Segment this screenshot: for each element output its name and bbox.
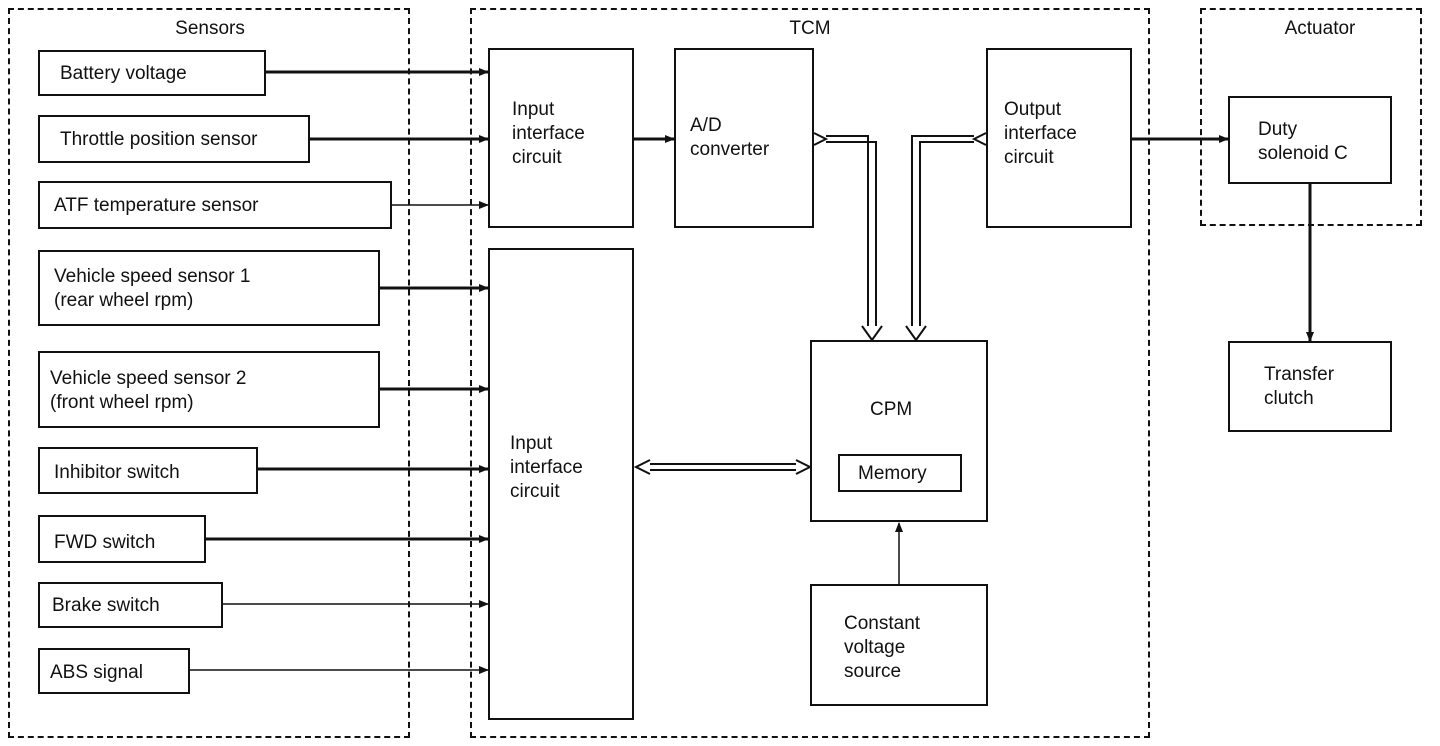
cpm-output-bus — [905, 132, 987, 342]
throttle-position-sensor-label: Throttle position sensor — [60, 129, 258, 150]
cpm-box: CPM Memory — [810, 340, 988, 522]
vehicle-speed-sensor-2-label: Vehicle speed sensor 2 (front wheel rpm) — [50, 368, 247, 413]
memory-box: Memory — [838, 454, 962, 492]
vehicle-speed-sensor-2-box: Vehicle speed sensor 2 (front wheel rpm) — [38, 351, 380, 428]
transfer-clutch-box: Transfer clutch — [1228, 341, 1392, 432]
vehicle-speed-sensor-1-label: Vehicle speed sensor 1 (rear wheel rpm) — [54, 266, 251, 311]
input-interface-circuit-top-label: Input interface circuit — [512, 99, 585, 168]
ad-converter-label: A/D converter — [690, 115, 770, 160]
sensors-region — [8, 8, 410, 738]
brake-switch-box: Brake switch — [38, 582, 223, 628]
vehicle-speed-sensor-1-box: Vehicle speed sensor 1 (rear wheel rpm) — [38, 250, 380, 326]
input-interface-circuit-bottom-box: Input interface circuit — [488, 248, 634, 720]
cpm-label: CPM — [870, 399, 913, 420]
input-interface-circuit-top-box: Input interface circuit — [488, 48, 634, 228]
input-interface-circuit-bottom-label: Input interface circuit — [510, 433, 583, 502]
duty-solenoid-c-box: Duty solenoid C — [1228, 96, 1392, 184]
battery-voltage-label: Battery voltage — [60, 63, 187, 84]
constant-voltage-source-label: Constant voltage source — [844, 613, 921, 682]
duty-solenoid-c-label: Duty solenoid C — [1258, 119, 1348, 164]
atf-temperature-sensor-box: ATF temperature sensor — [38, 181, 392, 229]
inhibitor-switch-box: Inhibitor switch — [38, 447, 258, 494]
constant-voltage-source-box: Constant voltage source — [810, 584, 988, 706]
fwd-switch-label: FWD switch — [54, 532, 156, 553]
abs-signal-label: ABS signal — [50, 662, 143, 683]
inhibitor-switch-label: Inhibitor switch — [54, 462, 180, 483]
output-interface-circuit-label: Output interface circuit — [1004, 99, 1077, 168]
brake-switch-label: Brake switch — [52, 595, 160, 616]
ad-converter-box: A/D converter — [674, 48, 814, 228]
tcm-region-title: TCM — [789, 18, 831, 39]
transfer-clutch-label: Transfer clutch — [1264, 364, 1335, 409]
memory-label: Memory — [858, 463, 927, 484]
throttle-position-sensor-box: Throttle position sensor — [38, 115, 310, 163]
atf-temperature-sensor-label: ATF temperature sensor — [54, 195, 259, 216]
ad-cpm-bus — [813, 132, 883, 342]
input-cpm-bus — [633, 459, 813, 475]
abs-signal-box: ABS signal — [38, 648, 190, 694]
output-interface-circuit-box: Output interface circuit — [986, 48, 1132, 228]
tcm-region — [470, 8, 1150, 738]
battery-voltage-box: Battery voltage — [38, 50, 266, 96]
fwd-switch-box: FWD switch — [38, 515, 206, 563]
sensors-region-title: Sensors — [175, 18, 245, 39]
actuator-region-title: Actuator — [1284, 18, 1356, 39]
